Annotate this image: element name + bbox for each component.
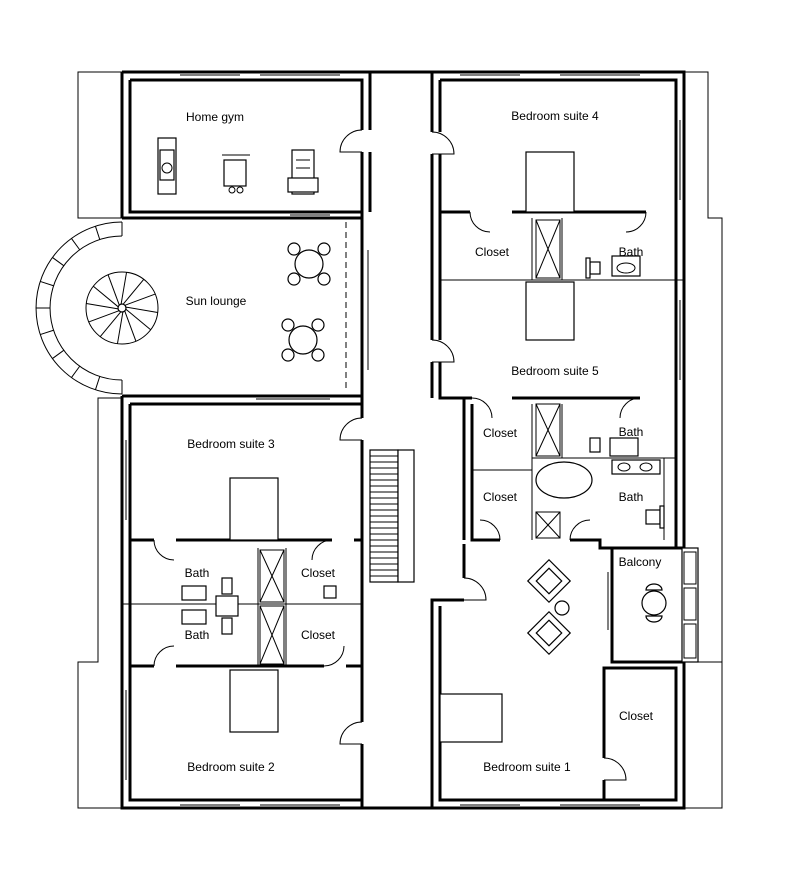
label-closet-suite-1: Closet [619, 709, 654, 723]
label-closet-suite-5-lower: Closet [483, 490, 518, 504]
label-bath-suite-5-lower: Bath [619, 490, 644, 504]
label-bath-suite-2: Bath [185, 628, 210, 642]
label-bath-suite-5-upper: Bath [619, 425, 644, 439]
label-closet-suite-5-upper: Closet [483, 426, 518, 440]
partitions [122, 218, 684, 666]
bath-fixtures [181, 255, 665, 635]
label-closet-suite-4: Closet [475, 245, 510, 259]
dining-tables [281, 242, 331, 362]
label-bath-suite-4: Bath [619, 245, 644, 259]
label-closet-suite-2: Closet [301, 628, 336, 642]
label-balcony: Balcony [619, 555, 662, 569]
label-home-gym: Home gym [186, 110, 244, 124]
label-sun-lounge: Sun lounge [186, 294, 247, 308]
windows [125, 74, 681, 806]
gym-equipment [157, 137, 319, 195]
label-bedroom-suite-4: Bedroom suite 4 [511, 109, 599, 123]
room-labels: Home gym Bedroom suite 4 Closet Bath Sun… [185, 109, 662, 774]
armchairs [526, 558, 572, 656]
label-bedroom-suite-3: Bedroom suite 3 [187, 437, 275, 451]
beds [229, 151, 575, 743]
straight-staircase [369, 449, 415, 583]
walls [120, 70, 686, 810]
label-bath-suite-3: Bath [185, 566, 210, 580]
balcony-furniture [607, 547, 699, 663]
label-closet-suite-3: Closet [301, 566, 336, 580]
spiral-staircase [35, 221, 159, 395]
doors [153, 129, 647, 781]
closet-cabinets [259, 219, 561, 665]
label-bedroom-suite-1: Bedroom suite 1 [483, 760, 571, 774]
label-bedroom-suite-5: Bedroom suite 5 [511, 364, 599, 378]
label-bedroom-suite-2: Bedroom suite 2 [187, 760, 275, 774]
terrace-outline [77, 71, 723, 809]
